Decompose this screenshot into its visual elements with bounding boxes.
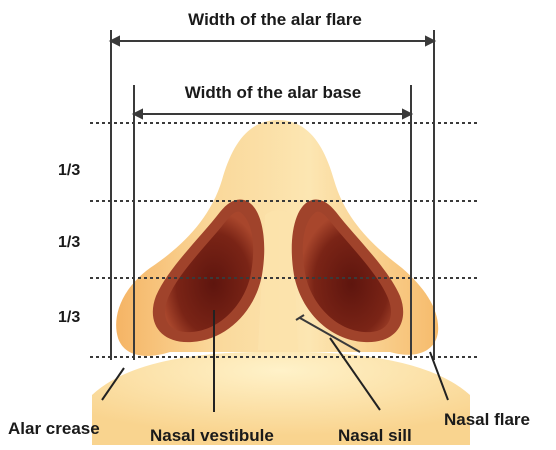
third-middle-label: 1/3 — [58, 234, 80, 251]
alar-flare-width-label: Width of the alar flare — [188, 10, 362, 29]
alar-flare-measure — [111, 37, 434, 45]
third-lower-label: 1/3 — [58, 309, 80, 326]
nasal-flare-label: Nasal flare — [444, 410, 530, 429]
nasal-vestibule-label: Nasal vestibule — [150, 426, 274, 445]
alar-base-measure — [134, 110, 411, 118]
nasal-sill-label: Nasal sill — [338, 426, 412, 445]
upper-lip-skin — [92, 352, 470, 445]
alar-base-width-label: Width of the alar base — [185, 83, 361, 102]
alar-crease-label: Alar crease — [8, 419, 100, 438]
third-upper-label: 1/3 — [58, 162, 80, 179]
